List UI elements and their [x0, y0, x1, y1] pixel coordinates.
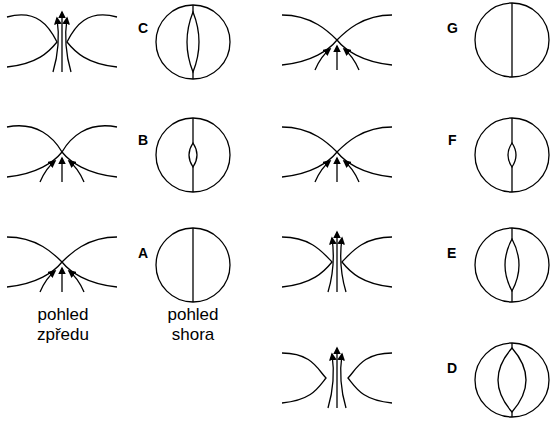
top-view	[156, 5, 230, 79]
state-letter: A	[138, 245, 148, 261]
top-view	[475, 118, 549, 192]
state-letter: G	[447, 20, 458, 36]
top-view	[475, 3, 549, 77]
front-view	[7, 12, 117, 72]
front-view	[282, 127, 392, 182]
state-letter: F	[448, 132, 457, 148]
state-letter: E	[447, 245, 456, 261]
top-view	[475, 343, 549, 417]
front-view	[282, 348, 392, 408]
front-view	[282, 15, 392, 70]
view-caption: pohled shora	[153, 305, 233, 344]
state-letter: C	[138, 20, 148, 36]
top-view	[156, 118, 230, 192]
state-letter: B	[138, 132, 148, 148]
top-view	[475, 228, 549, 302]
view-caption: pohled zpředu	[23, 305, 103, 344]
top-view	[156, 228, 230, 302]
state-letter: D	[447, 360, 457, 376]
front-view	[7, 237, 117, 292]
front-view	[7, 126, 117, 182]
front-view	[282, 232, 392, 292]
